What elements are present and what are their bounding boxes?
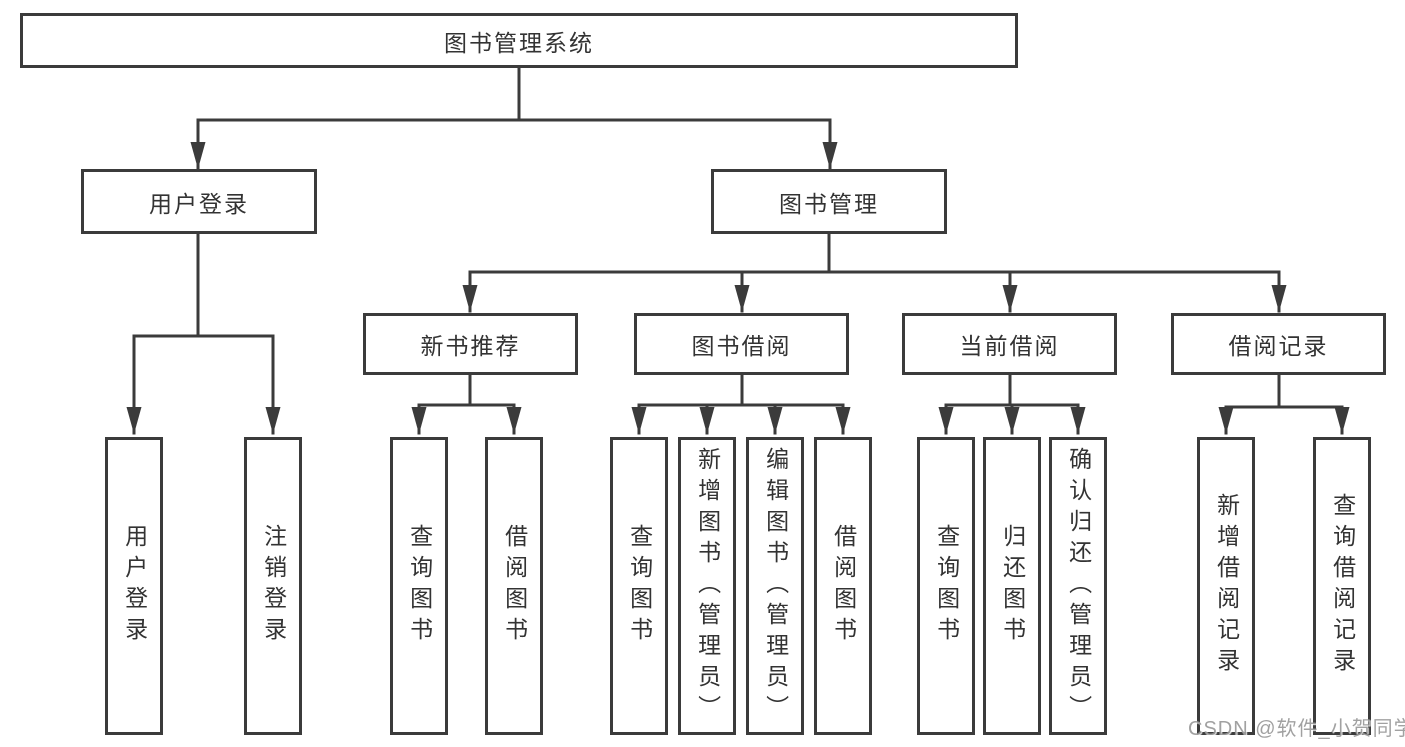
leaf-bb-query-books: 查询图书: [610, 437, 668, 735]
leaf-nb-query-books: 查询图书: [390, 437, 448, 735]
leaf-cb-query-books: 查询图书: [917, 437, 975, 735]
leaf-bb-add-books-admin: 新增图书（管理员）: [678, 437, 736, 735]
node-label: 查询借阅记录: [1329, 493, 1356, 679]
leaf-br-query-record: 查询借阅记录: [1313, 437, 1371, 735]
node-book-management: 图书管理: [711, 169, 947, 234]
leaf-nb-borrow-books: 借阅图书: [485, 437, 543, 735]
node-label: 确认归还（管理员）: [1065, 446, 1092, 726]
leaf-bb-edit-books-admin: 编辑图书（管理员）: [746, 437, 804, 735]
leaf-cb-confirm-return-admin: 确认归还（管理员）: [1049, 437, 1107, 735]
node-label: 用户登录: [149, 190, 249, 217]
node-label: 新增借阅记录: [1213, 493, 1240, 679]
node-label: 借阅图书: [830, 524, 857, 648]
node-label: 查询图书: [933, 524, 960, 648]
node-label: 编辑图书（管理员）: [762, 446, 789, 726]
node-user-login: 用户登录: [81, 169, 317, 234]
node-label: 当前借阅: [959, 333, 1060, 359]
node-new-book-recommend: 新书推荐: [363, 313, 578, 375]
leaf-cb-return-books: 归还图书: [983, 437, 1041, 735]
node-current-borrowing: 当前借阅: [902, 313, 1117, 375]
node-label: 查询图书: [626, 524, 653, 648]
node-book-borrowing: 图书借阅: [634, 313, 849, 375]
node-label: 查询图书: [406, 524, 433, 648]
node-label: 用户登录: [121, 524, 148, 648]
leaf-user-login: 用户登录: [105, 437, 163, 735]
node-label: 借阅图书: [501, 524, 528, 648]
node-label: 图书管理系统: [444, 29, 594, 56]
node-label: 图书管理: [779, 190, 879, 217]
node-library-management-system: 图书管理系统: [20, 13, 1018, 68]
node-label: 借阅记录: [1228, 333, 1329, 359]
node-label: 注销登录: [260, 524, 287, 648]
node-label: 图书借阅: [691, 333, 792, 359]
leaf-logout: 注销登录: [244, 437, 302, 735]
node-label: 新增图书（管理员）: [694, 446, 721, 726]
leaf-br-add-record: 新增借阅记录: [1197, 437, 1255, 735]
leaf-bb-borrow-books: 借阅图书: [814, 437, 872, 735]
watermark: CSDN @软件_小贺同学: [1188, 718, 1405, 740]
node-label: 归还图书: [999, 524, 1026, 648]
node-borrow-records: 借阅记录: [1171, 313, 1386, 375]
node-label: 新书推荐: [420, 333, 521, 359]
